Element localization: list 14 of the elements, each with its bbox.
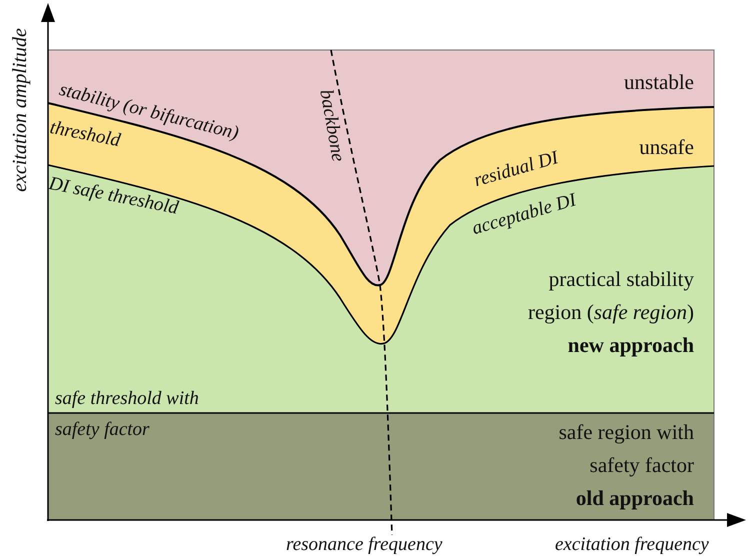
region-label: practical stability region (safe region): [526, 266, 694, 326]
curve-label: threshold: [48, 118, 122, 150]
curve-label: residual DI: [472, 148, 560, 190]
region-label: unstable: [624, 69, 694, 96]
approach-label: new approach: [566, 332, 694, 359]
approach-label: old approach: [574, 485, 694, 512]
axis-label: resonance frequency: [286, 535, 442, 554]
curve-label: DI safe threshold: [47, 174, 180, 218]
curve-label: backbone: [316, 88, 348, 163]
line-label: safe threshold with: [55, 389, 199, 408]
region-label: unsafe: [639, 134, 694, 161]
axis-label: excitation amplitude: [10, 28, 30, 192]
axis-label: excitation frequency: [555, 535, 709, 554]
line-label: safety factor: [55, 420, 150, 439]
